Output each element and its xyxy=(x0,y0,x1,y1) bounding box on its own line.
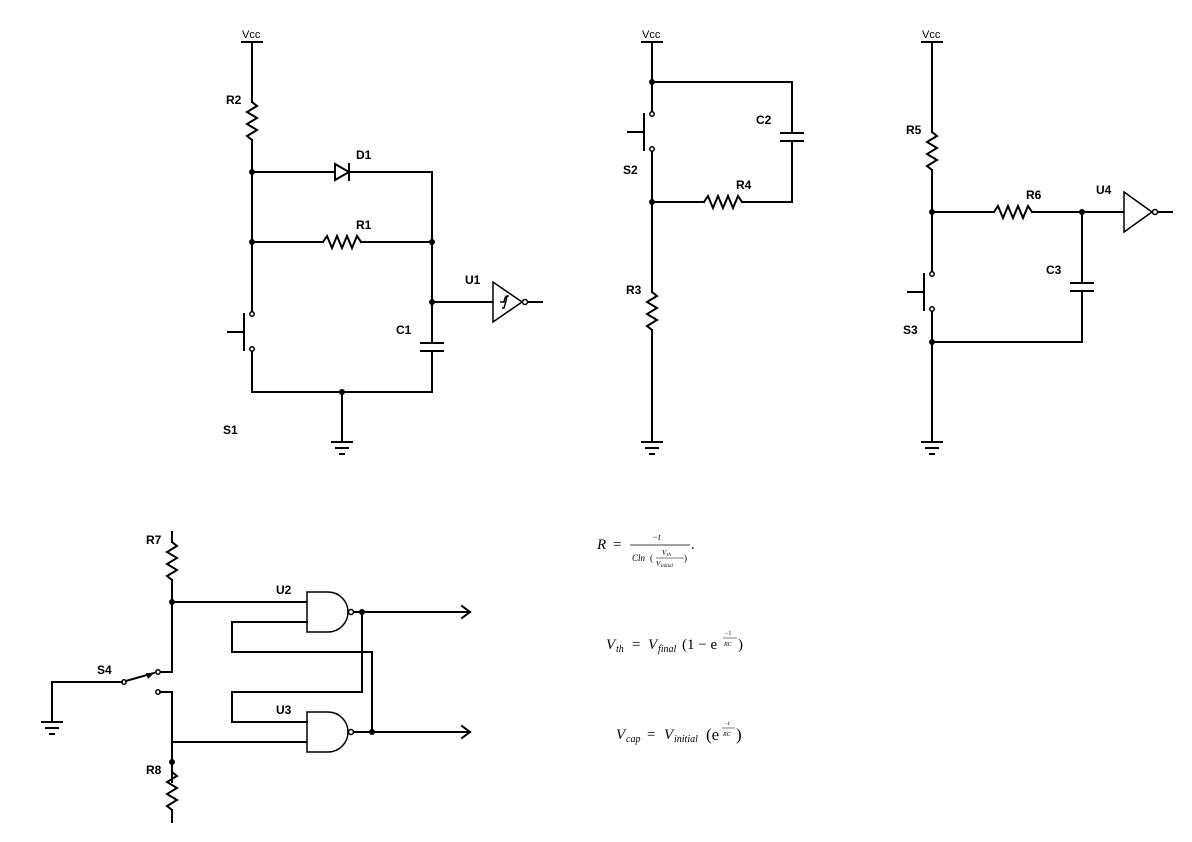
svg-text:(1 − e: (1 − e xyxy=(682,637,717,653)
svg-text:RC: RC xyxy=(722,732,732,738)
svg-text:Cln: Cln xyxy=(632,553,646,563)
output-arrow-q xyxy=(460,604,472,620)
label-r2: R2 xyxy=(226,93,242,107)
label-u1: U1 xyxy=(465,273,481,287)
label-r6: R6 xyxy=(1026,188,1042,202)
switch-s2 xyxy=(649,111,655,117)
label-r1: R1 xyxy=(356,218,372,232)
label-s2: S2 xyxy=(623,163,638,177)
svg-text:V: V xyxy=(662,549,667,557)
resistor-r6 xyxy=(992,203,1034,221)
label-r7: R7 xyxy=(146,533,162,547)
diode-d1 xyxy=(334,162,352,182)
svg-text:−t: −t xyxy=(652,532,661,542)
ground-3 xyxy=(921,441,943,455)
label-u2: U2 xyxy=(276,583,292,597)
svg-text:V: V xyxy=(606,637,617,653)
output-arrow-qbar xyxy=(460,724,472,740)
resistor-r2 xyxy=(245,100,259,142)
svg-text:(e: (e xyxy=(706,725,719,744)
svg-text:−1: −1 xyxy=(725,631,731,637)
label-r8: R8 xyxy=(146,763,162,777)
svg-text:V: V xyxy=(664,727,675,743)
switch-s3 xyxy=(929,271,935,277)
svg-text:=: = xyxy=(647,727,655,743)
svg-text:=: = xyxy=(613,537,621,553)
resistor-r8 xyxy=(165,770,179,812)
label-r4: R4 xyxy=(736,178,752,192)
label-c2: C2 xyxy=(756,113,772,127)
resistor-r4 xyxy=(702,193,744,211)
svg-text:V: V xyxy=(656,560,661,568)
svg-text:=: = xyxy=(632,637,640,653)
label-u3: U3 xyxy=(276,703,292,717)
resistor-r1 xyxy=(321,233,363,251)
nand-gate-u2 xyxy=(306,591,349,633)
label-u4: U4 xyxy=(1096,183,1112,197)
switch-s1 xyxy=(249,311,255,317)
label-c3: C3 xyxy=(1046,263,1062,277)
resistor-r5 xyxy=(925,130,939,172)
vcc-label-3: Vcc xyxy=(922,29,941,41)
svg-text:(: ( xyxy=(650,553,653,563)
label-r3: R3 xyxy=(626,283,642,297)
vcc-label-2: Vcc xyxy=(642,29,661,41)
svg-text:V: V xyxy=(648,637,659,653)
circuit-3: Vcc R5 R6 C3 U4 S3 xyxy=(903,29,1173,455)
vcc-label-1: Vcc xyxy=(242,29,261,41)
svg-text:−t: −t xyxy=(724,721,730,727)
svg-text:initial: initial xyxy=(661,564,674,569)
label-c1: C1 xyxy=(396,323,412,337)
label-s1: S1 xyxy=(223,423,238,437)
circuit-4: R7 S4 R8 U2 U3 xyxy=(41,531,472,823)
equation-1: R = −t Cln ( V th V initial ) . xyxy=(596,532,695,569)
ground-2 xyxy=(641,441,663,455)
inverter-u4 xyxy=(1123,190,1154,234)
svg-text:initial: initial xyxy=(674,734,698,745)
svg-text:th: th xyxy=(667,553,671,558)
equation-2: V th = V final (1 − e −1 RC ) xyxy=(606,631,743,655)
equation-3: V cap = V initial (e −t RC ) xyxy=(616,721,742,745)
label-d1: D1 xyxy=(356,148,372,162)
resistor-r7 xyxy=(165,540,179,582)
svg-text:cap: cap xyxy=(626,734,640,745)
resistor-r3 xyxy=(645,290,659,332)
label-r5: R5 xyxy=(906,123,922,137)
svg-text:): ) xyxy=(736,725,742,744)
svg-text:RC: RC xyxy=(723,642,733,648)
svg-text:V: V xyxy=(616,727,627,743)
circuit-1: Vcc R2 D1 R1 C1 S1 xyxy=(223,29,543,455)
nand-gate-u3 xyxy=(306,711,349,753)
svg-text:R: R xyxy=(596,537,606,553)
schmitt-inverter-u1 xyxy=(492,280,524,324)
svg-text:.: . xyxy=(691,537,695,553)
ground-1 xyxy=(331,441,353,455)
label-s3: S3 xyxy=(903,323,918,337)
svg-text:): ) xyxy=(738,637,743,653)
ground-4 xyxy=(41,721,63,735)
svg-text:final: final xyxy=(658,644,677,655)
svg-text:): ) xyxy=(684,553,687,563)
label-s4: S4 xyxy=(97,663,112,677)
svg-text:th: th xyxy=(616,644,624,655)
circuit-2: Vcc C2 S2 R4 R3 xyxy=(623,29,804,455)
